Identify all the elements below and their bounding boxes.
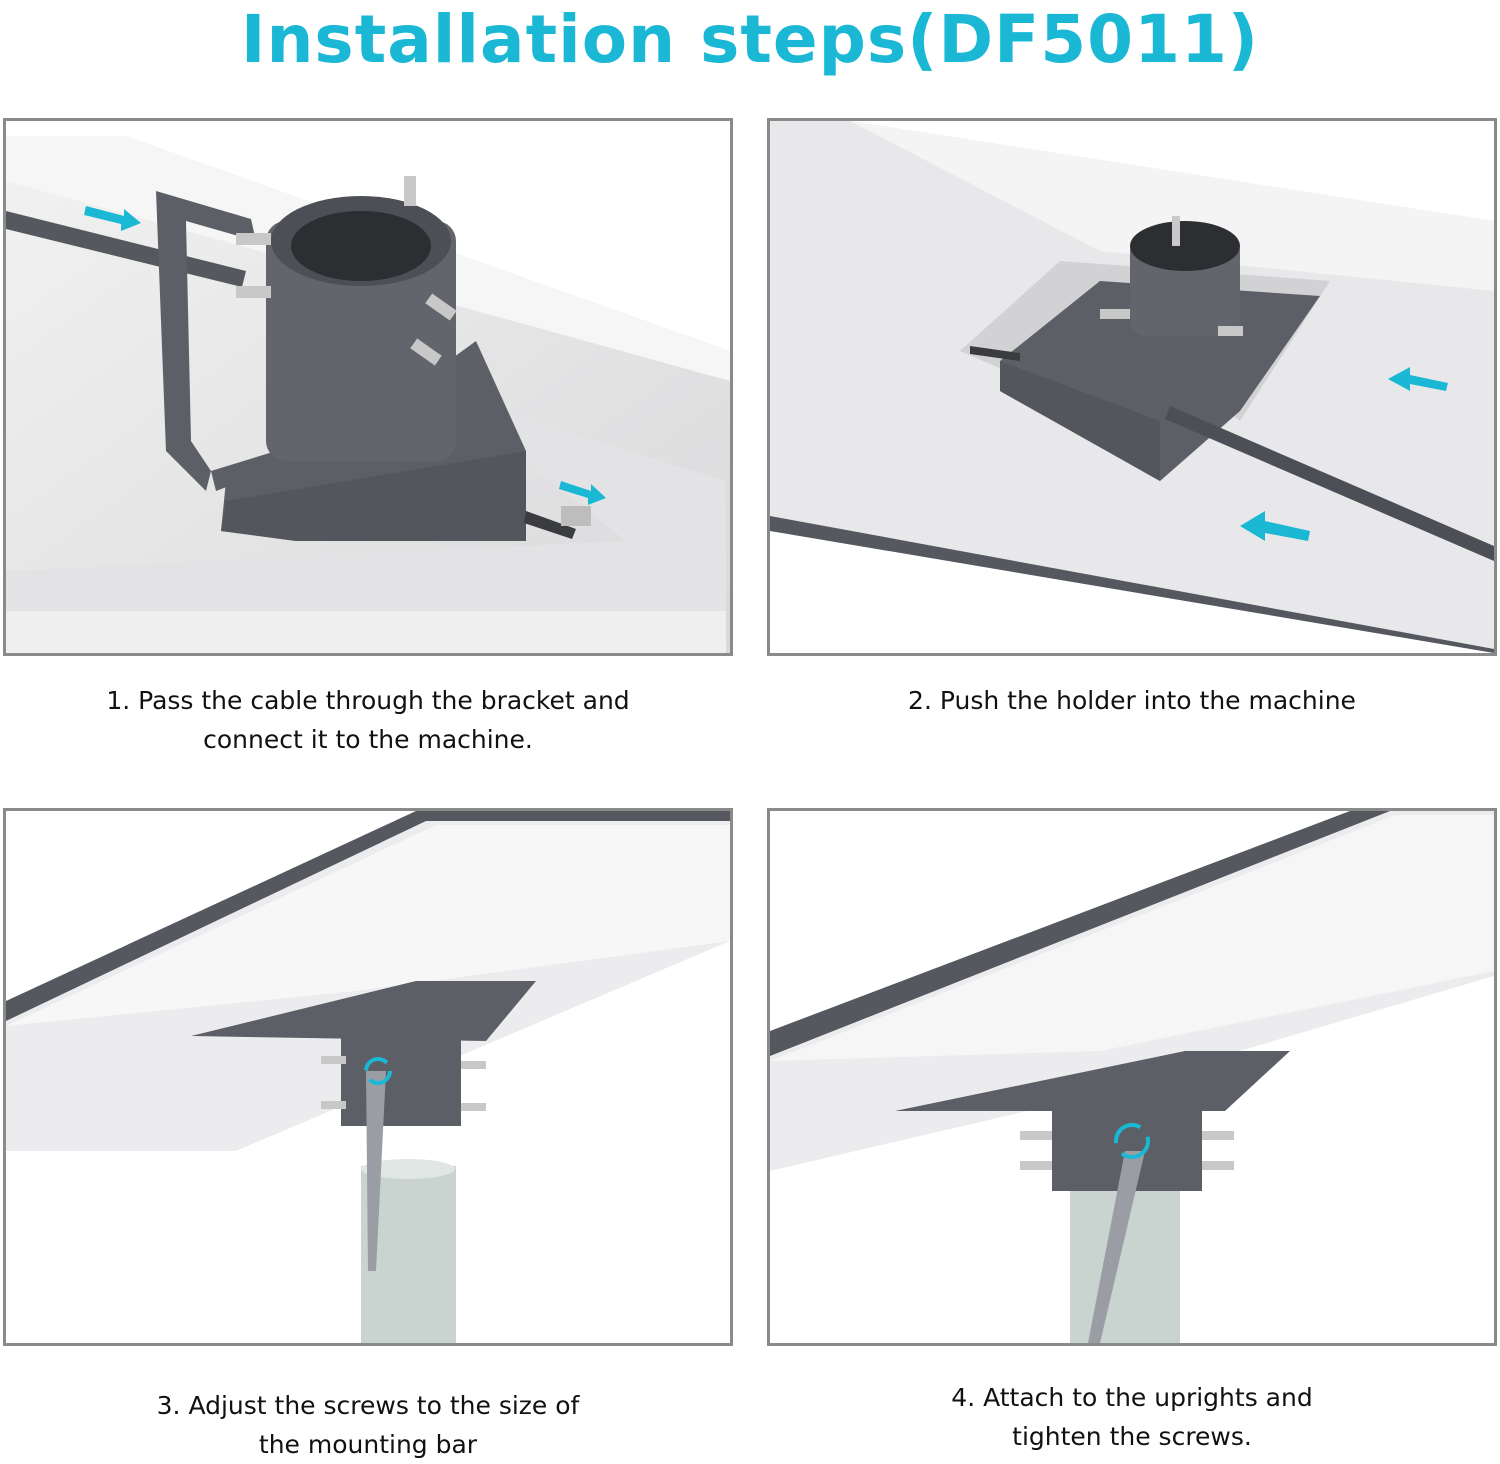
step-1-illustration [3, 118, 733, 656]
arrow-left-icon [1388, 367, 1448, 391]
step-2-illustration [767, 118, 1497, 656]
step-3-caption: 3. Adjust the screws to the size of the … [3, 1386, 733, 1464]
adjust-screws-illustration [6, 811, 730, 1343]
step-1-caption-line1: 1. Pass the cable through the bracket an… [106, 686, 630, 715]
step-3-illustration [3, 808, 733, 1346]
arrow-right-icon [559, 481, 606, 505]
step-3-caption-line1: 3. Adjust the screws to the size of [156, 1391, 580, 1420]
step-2-caption: 2. Push the holder into the machine [767, 681, 1497, 720]
step-2-caption-line1: 2. Push the holder into the machine [908, 686, 1356, 715]
step-4-illustration [767, 808, 1497, 1346]
page-title: Installation steps(DF5011) [240, 1, 1260, 78]
attach-tighten-illustration [770, 811, 1494, 1343]
rotate-icon [364, 1057, 392, 1085]
step-4-caption-line1: 4. Attach to the uprights and [951, 1383, 1313, 1412]
arrow-left-icon [1240, 511, 1310, 541]
holder-push-illustration [770, 121, 1494, 653]
bracket-cable-illustration [6, 121, 730, 653]
step-4-caption: 4. Attach to the uprights and tighten th… [767, 1378, 1497, 1456]
step-3-caption-line2: the mounting bar [258, 1430, 478, 1459]
step-1-caption: 1. Pass the cable through the bracket an… [3, 681, 733, 759]
step-1-caption-line2: connect it to the machine. [203, 725, 533, 754]
arrow-right-icon [84, 206, 141, 231]
rotate-icon [1114, 1123, 1150, 1159]
step-4-caption-line2: tighten the screws. [1012, 1422, 1252, 1451]
